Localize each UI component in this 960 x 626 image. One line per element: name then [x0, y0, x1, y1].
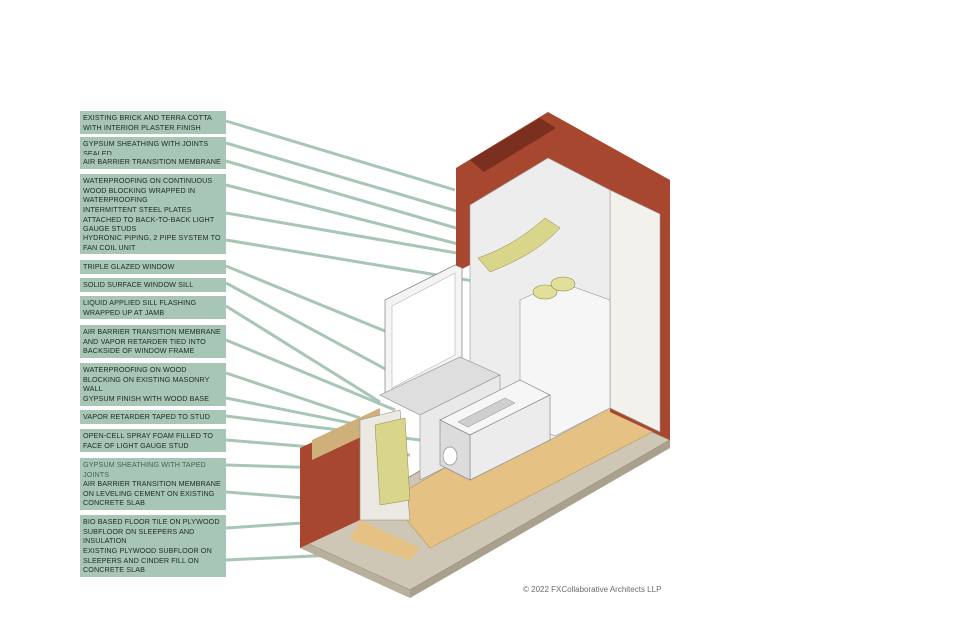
label-window-sill: SOLID SURFACE WINDOW SILL	[80, 278, 226, 292]
label-hydronic-piping: HYDRONIC PIPING, 2 PIPE SYSTEM TO FAN CO…	[80, 231, 226, 255]
label-gypsum-sheathing-sealed: GYPSUM SHEATHING WITH JOINTS SEALED	[80, 137, 226, 161]
label-gypsum-taped: GYPSUM SHEATHING WITH TAPED JOINTS	[80, 458, 226, 482]
label-air-barrier-vapor-retarder: AIR BARRIER TRANSITION MEMBRANE AND VAPO…	[80, 325, 226, 358]
window	[384, 264, 463, 396]
leader-line	[225, 304, 381, 404]
label-spray-foam: OPEN-CELL SPRAY FOAM FILLED TO FACE OF L…	[80, 429, 226, 453]
label-waterproofing-blocking: WATERPROOFING ON CONTINUOUS WOOD BLOCKIN…	[80, 174, 226, 207]
leader-line	[225, 119, 456, 192]
label-vapor-retarder: VAPOR RETARDER TAPED TO STUD	[80, 410, 226, 424]
label-floor-tile: BIO BASED FLOOR TILE ON PLYWOOD SUBFLOOR…	[80, 515, 226, 548]
leader-line	[225, 159, 481, 237]
insulation	[477, 217, 576, 300]
copyright-notice: © 2022 FXCollaborative Architects LLP	[523, 585, 662, 594]
brick-wall-left	[456, 112, 556, 272]
leader-line	[225, 264, 403, 340]
front-cut-section	[300, 408, 420, 560]
label-air-barrier-slab: AIR BARRIER TRANSITION MEMBRANE ON LEVEL…	[80, 477, 226, 510]
leader-line	[225, 141, 471, 217]
label-triple-glazed-window: TRIPLE GLAZED WINDOW	[80, 260, 226, 274]
label-existing-brick: EXISTING BRICK AND TERRA COTTA WITH INTE…	[80, 111, 226, 135]
label-air-barrier-membrane: AIR BARRIER TRANSITION MEMBRANE	[80, 155, 226, 169]
leader-line	[225, 211, 469, 257]
label-waterproofing-masonry: WATERPROOFING ON WOOD BLOCKING ON EXISTI…	[80, 363, 226, 396]
label-existing-subfloor: EXISTING PLYWOOD SUBFLOOR ON SLEEPERS AN…	[80, 544, 226, 577]
brick-wall-right	[548, 112, 670, 440]
label-sill-flashing: LIQUID APPLIED SILL FLASHING WRAPPED UP …	[80, 296, 226, 320]
label-steel-plates: INTERMITTENT STEEL PLATES ATTACHED TO BA…	[80, 203, 226, 236]
leader-line	[225, 183, 463, 247]
label-gypsum-finish: GYPSUM FINISH WITH WOOD BASE	[80, 392, 226, 406]
leader-line	[225, 338, 396, 412]
leader-line	[225, 281, 416, 387]
fan-coil-unit	[439, 379, 551, 481]
leader-line	[225, 371, 361, 420]
